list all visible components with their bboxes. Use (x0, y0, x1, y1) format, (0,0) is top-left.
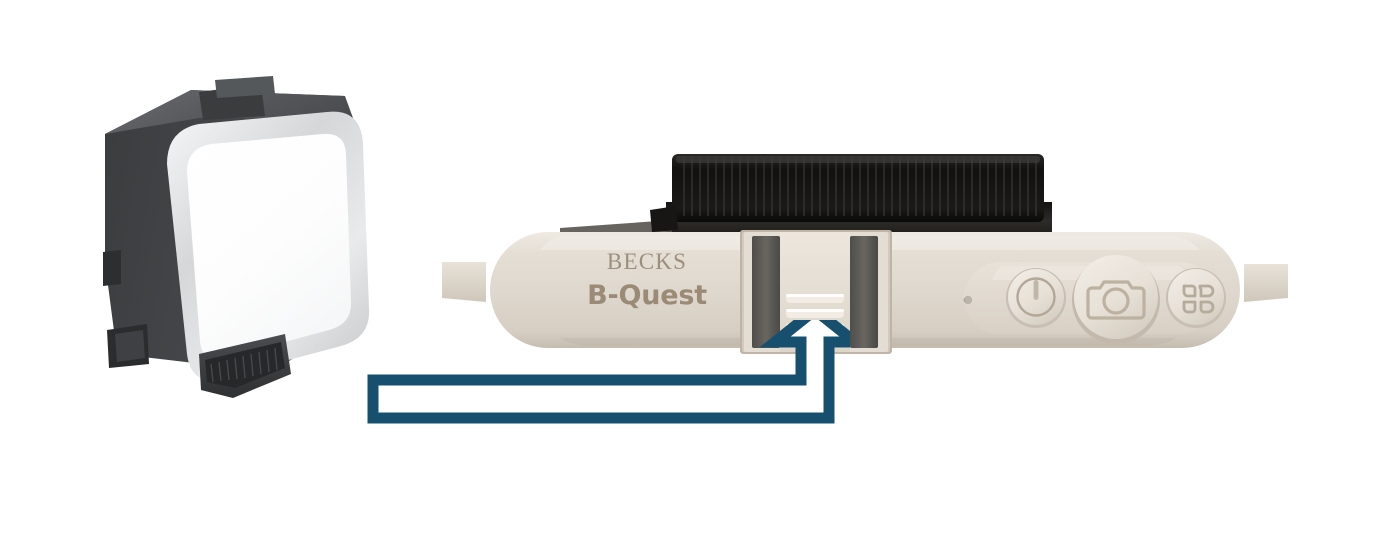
lens-mount-step (650, 206, 678, 232)
shoe-channel-right (850, 236, 878, 348)
callout-arrow (360, 320, 850, 430)
power-button (1006, 268, 1066, 328)
led-light-panel (95, 72, 385, 402)
menu-button (1166, 268, 1226, 328)
shutter-button (1072, 255, 1160, 344)
right-strap-tab (1244, 264, 1288, 302)
viewfinder-edge (560, 220, 672, 232)
lens-knurl-ribs (683, 159, 1037, 216)
left-strap-tab (442, 262, 486, 302)
power-icon (1016, 277, 1056, 317)
grid-icon (1182, 284, 1215, 314)
led-diffuser-panel (187, 133, 352, 360)
shoe-channel-left (752, 236, 780, 348)
arrow-shape (373, 320, 850, 418)
button-cluster (964, 255, 1226, 344)
camera-icon (1086, 280, 1146, 320)
led-shoe-mount (199, 334, 291, 398)
